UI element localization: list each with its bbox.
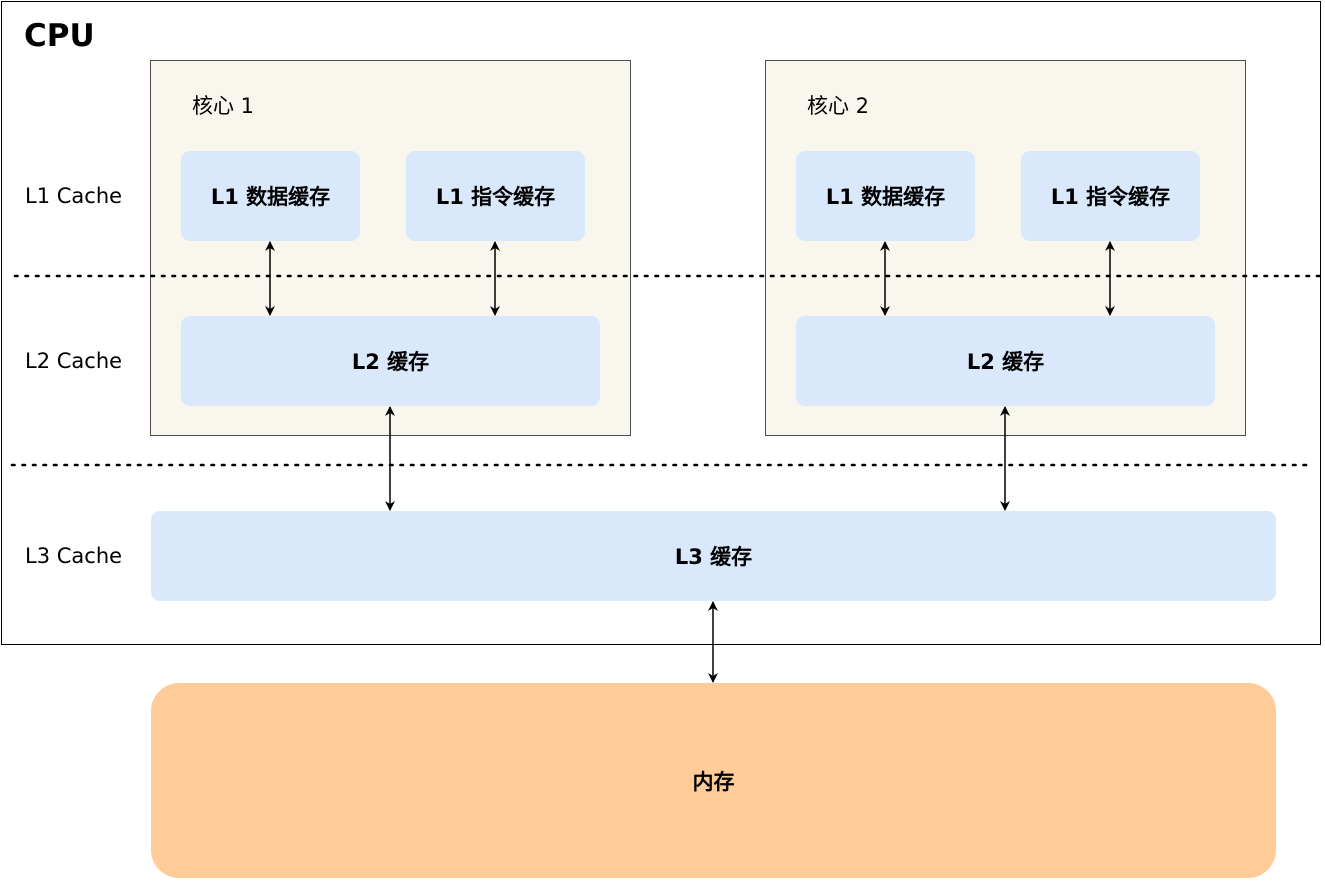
main-memory: 内存 bbox=[151, 683, 1276, 878]
core-2-title: 核心 2 bbox=[807, 94, 870, 118]
core-2-l1-data-cache: L1 数据缓存 bbox=[796, 151, 975, 241]
l1-cache-label: L1 Cache bbox=[25, 184, 123, 208]
cpu-title: CPU bbox=[24, 18, 95, 54]
core-2-l1-instruction-cache: L1 指令缓存 bbox=[1021, 151, 1200, 241]
l3-cache-label: L3 Cache bbox=[25, 544, 123, 568]
core-1-l2-cache: L2 缓存 bbox=[181, 316, 600, 406]
core-1-l1-data-cache: L1 数据缓存 bbox=[181, 151, 360, 241]
core-1-l1-instruction-cache: L1 指令缓存 bbox=[406, 151, 585, 241]
core-2-l2-cache: L2 缓存 bbox=[796, 316, 1215, 406]
l3-cache: L3 缓存 bbox=[151, 511, 1276, 601]
l2-cache-label: L2 Cache bbox=[25, 349, 123, 373]
core-1-title: 核心 1 bbox=[192, 94, 255, 118]
